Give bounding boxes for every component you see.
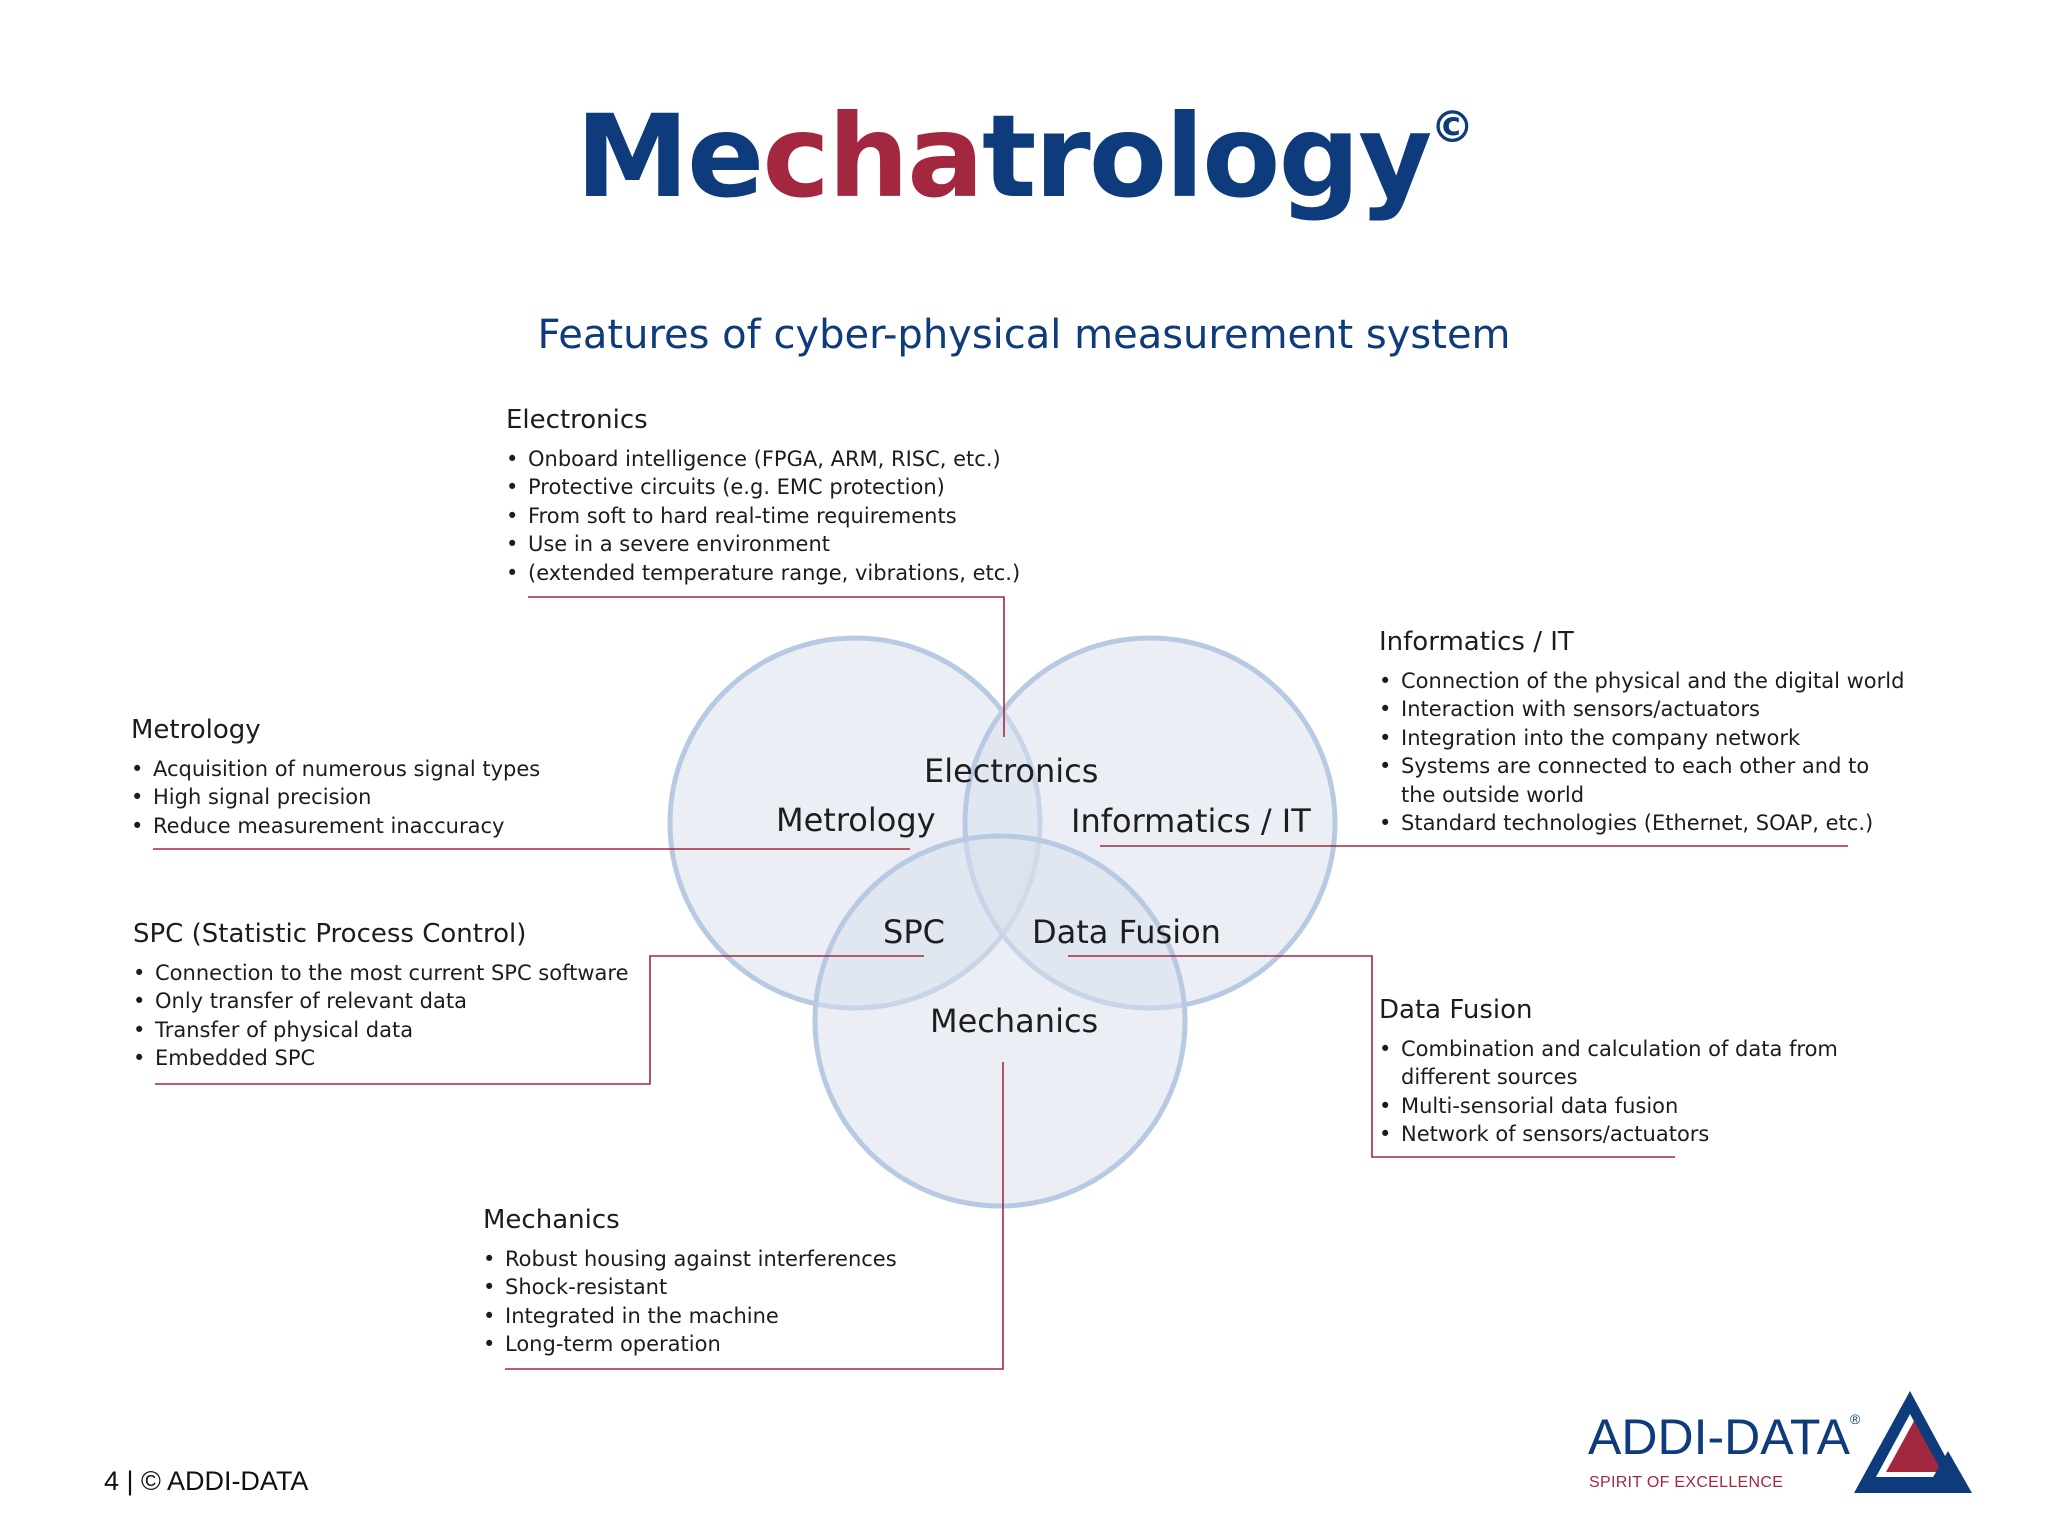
- page-title: Mechatrology©: [0, 100, 2048, 214]
- list-item: Multi-sensorial data fusion: [1379, 1092, 1838, 1121]
- list-item-continuation: different sources: [1401, 1065, 1578, 1090]
- venn-label-mechanics: Mechanics: [930, 1002, 1099, 1040]
- list-item: Long-term operation: [483, 1330, 897, 1359]
- list-item: Interaction with sensors/actuators: [1379, 695, 1904, 724]
- list-item: Protective circuits (e.g. EMC protection…: [506, 473, 1020, 502]
- logo-triangle-small: [1924, 1451, 1972, 1493]
- subtitle: Features of cyber-physical measurement s…: [537, 312, 1511, 358]
- list-item: Use in a severe environment: [506, 530, 1020, 559]
- list-item: Only transfer of relevant data: [133, 987, 629, 1016]
- venn-label-electronics: Electronics: [924, 752, 1099, 790]
- list-item: Robust housing against interferences: [483, 1245, 897, 1274]
- list-item: Integration into the company network: [1379, 724, 1904, 753]
- title-part-2: cha: [762, 90, 984, 223]
- list-item: Transfer of physical data: [133, 1016, 629, 1045]
- logo-name: ADDI-DATA: [1588, 1409, 1851, 1465]
- logo-mark: [1854, 1391, 1972, 1493]
- electronics-block: Electronics Onboard intelligence (FPGA, …: [506, 406, 1020, 587]
- connector-spc: [155, 955, 924, 1085]
- list-item: Standard technologies (Ethernet, SOAP, e…: [1379, 809, 1904, 838]
- metrology-list: Acquisition of numerous signal types Hig…: [131, 755, 540, 841]
- list-item: Acquisition of numerous signal types: [131, 755, 540, 784]
- list-item: (extended temperature range, vibrations,…: [506, 559, 1020, 588]
- informatics-block: Informatics / IT Connection of the physi…: [1379, 628, 1904, 838]
- title-part-1: Me: [575, 90, 765, 223]
- footer-page-number: 4 | © ADDI-DATA: [104, 1466, 309, 1496]
- spc-heading: SPC (Statistic Process Control): [133, 919, 527, 949]
- electronics-heading: Electronics: [506, 405, 648, 435]
- metrology-block: Metrology Acquisition of numerous signal…: [131, 716, 540, 840]
- venn-label-data-fusion: Data Fusion: [1032, 913, 1221, 951]
- informatics-heading: Informatics / IT: [1379, 627, 1574, 657]
- logo-registered-mark: ®: [1850, 1411, 1861, 1427]
- venn-label-spc: SPC: [883, 913, 945, 951]
- circle-mechanics: [812, 833, 1188, 1209]
- list-item: Connection of the physical and the digit…: [1379, 667, 1904, 696]
- spc-block: SPC (Statistic Process Control) Connecti…: [133, 920, 629, 1073]
- mechanics-heading: Mechanics: [483, 1205, 620, 1235]
- venn-circles: [667, 635, 1338, 1209]
- connector-data-fusion: [1068, 955, 1675, 1158]
- data-fusion-heading: Data Fusion: [1379, 995, 1533, 1025]
- venn-label-informatics: Informatics / IT: [1071, 802, 1311, 840]
- list-item: Connection to the most current SPC softw…: [133, 959, 629, 988]
- list-item: Integrated in the machine: [483, 1302, 897, 1331]
- connector-electronics: [528, 596, 1005, 737]
- mechanics-block: Mechanics Robust housing against interfe…: [483, 1206, 897, 1359]
- logo-wordmark: ADDI-DATA®: [1588, 1412, 1860, 1462]
- electronics-list: Onboard intelligence (FPGA, ARM, RISC, e…: [506, 445, 1020, 588]
- mechanics-list: Robust housing against interferences Sho…: [483, 1245, 897, 1359]
- copyright-mark: ©: [1430, 102, 1474, 153]
- list-item: Onboard intelligence (FPGA, ARM, RISC, e…: [506, 445, 1020, 474]
- list-item: Reduce measurement inaccuracy: [131, 812, 540, 841]
- list-item: Combination and calculation of data from: [1379, 1035, 1838, 1064]
- list-item-continuation: the outside world: [1401, 782, 1585, 807]
- informatics-list: Connection of the physical and the digit…: [1379, 667, 1904, 838]
- spc-list: Connection to the most current SPC softw…: [133, 959, 629, 1073]
- venn-label-metrology: Metrology: [776, 801, 936, 839]
- title-part-3: trology: [982, 90, 1432, 223]
- logo-triangle-red: [1886, 1421, 1942, 1472]
- list-item: High signal precision: [131, 783, 540, 812]
- connector-mechanics: [505, 1062, 1004, 1370]
- data-fusion-block: Data Fusion Combination and calculation …: [1379, 996, 1838, 1149]
- list-item: Network of sensors/actuators: [1379, 1120, 1838, 1149]
- list-item: Embedded SPC: [133, 1044, 629, 1073]
- list-item: From soft to hard real-time requirements: [506, 502, 1020, 531]
- list-item: Shock-resistant: [483, 1273, 897, 1302]
- connector-lines: [153, 596, 1848, 1370]
- logo-tagline: SPIRIT OF EXCELLENCE: [1589, 1474, 1784, 1491]
- list-item: Systems are connected to each other and …: [1379, 752, 1904, 781]
- data-fusion-list: Combination and calculation of data from…: [1379, 1035, 1838, 1149]
- metrology-heading: Metrology: [131, 715, 261, 745]
